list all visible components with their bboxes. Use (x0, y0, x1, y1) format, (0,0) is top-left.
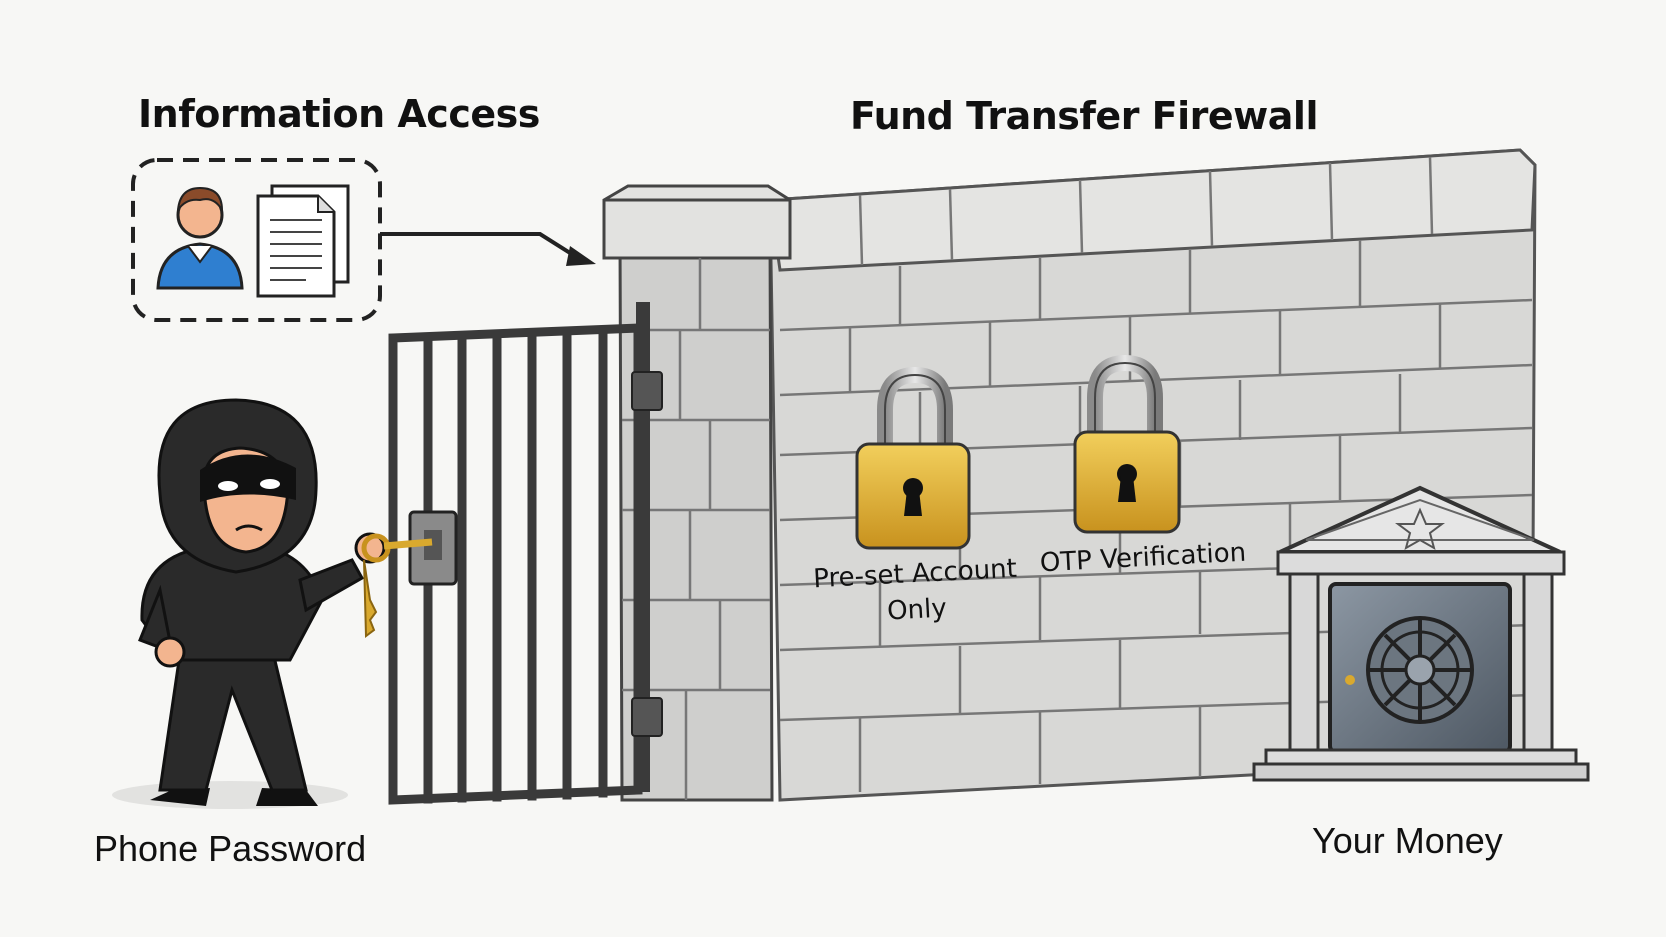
key-icon (361, 533, 433, 638)
firewall-title: Fund Transfer Firewall (850, 94, 1318, 138)
information-access-box (131, 158, 382, 322)
gate-icon (388, 302, 663, 805)
lock1-label: Pre-set Account Only (804, 550, 1027, 633)
information-access-title: Information Access (138, 92, 540, 136)
your-money-label: Your Money (1312, 820, 1503, 861)
padlock-icon-2 (1073, 354, 1181, 534)
document-icon (256, 184, 350, 298)
bank-vault-icon (1252, 485, 1590, 782)
phone-password-label: Phone Password (94, 828, 367, 869)
padlock-icon-1 (855, 366, 971, 550)
thief-icon (112, 398, 386, 809)
person-icon (156, 186, 244, 290)
arrow-icon (380, 232, 596, 266)
